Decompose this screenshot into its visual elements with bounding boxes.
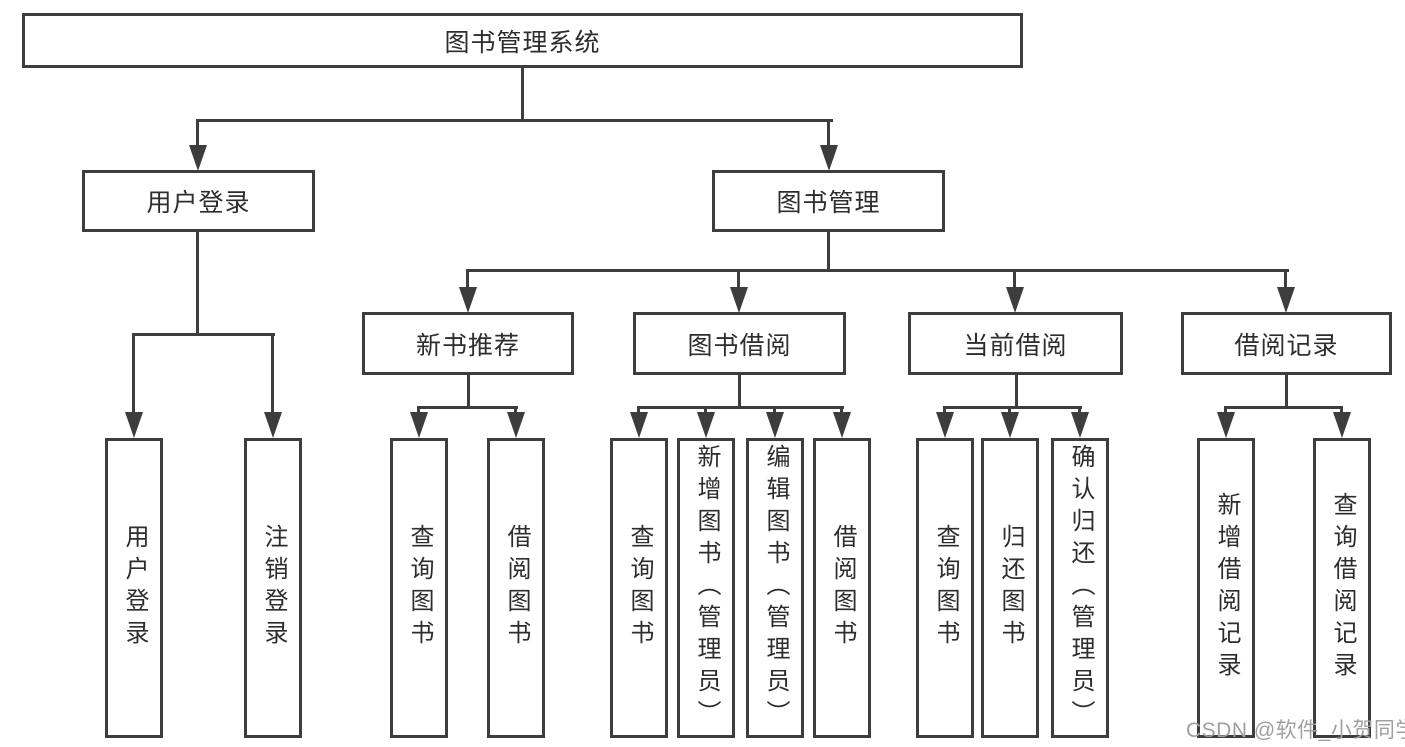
arrow-down-icon bbox=[1277, 287, 1295, 313]
arrow-down-icon bbox=[507, 412, 525, 438]
arrow-down-icon bbox=[459, 287, 477, 313]
connector-line bbox=[466, 269, 469, 291]
connector-line bbox=[417, 406, 420, 414]
connector-line bbox=[773, 406, 776, 414]
arrow-down-icon bbox=[1071, 412, 1089, 438]
connector-line bbox=[466, 269, 1289, 272]
connector-line bbox=[1013, 269, 1016, 291]
node-current-borrowing: 当前借阅 bbox=[908, 312, 1123, 375]
connector-line bbox=[417, 406, 518, 409]
arrow-down-icon bbox=[936, 412, 954, 438]
connector-line bbox=[737, 269, 740, 291]
arrow-down-icon bbox=[730, 287, 748, 313]
connector-line bbox=[637, 406, 640, 414]
arrow-down-icon bbox=[630, 412, 648, 438]
connector-line bbox=[1340, 406, 1343, 414]
arrow-down-icon bbox=[1217, 412, 1235, 438]
node-library-management-system: 图书管理系统 bbox=[22, 13, 1023, 68]
node-book-borrowing: 图书借阅 bbox=[633, 312, 846, 375]
arrow-down-icon bbox=[833, 412, 851, 438]
node-borrowing-records: 借阅记录 bbox=[1181, 312, 1392, 375]
connector-line bbox=[637, 406, 844, 409]
connector-line bbox=[1008, 406, 1011, 414]
connector-line bbox=[1285, 375, 1288, 408]
connector-line bbox=[521, 68, 524, 120]
node-user-login: 用户登录 bbox=[82, 170, 315, 232]
connector-line bbox=[943, 406, 946, 414]
node-edit-book-admin: 编辑图书（管理员） bbox=[746, 438, 804, 738]
connector-line bbox=[196, 232, 199, 336]
node-query-books-current: 查询图书 bbox=[916, 438, 974, 738]
node-user-login-leaf: 用户登录 bbox=[105, 438, 163, 738]
connector-line bbox=[827, 232, 830, 272]
connector-line bbox=[132, 333, 135, 415]
arrow-down-icon bbox=[264, 412, 282, 438]
node-logout-leaf: 注销登录 bbox=[244, 438, 302, 738]
connector-line bbox=[132, 333, 275, 336]
connector-line bbox=[1078, 406, 1081, 414]
node-book-management: 图书管理 bbox=[712, 170, 945, 232]
arrow-down-icon bbox=[410, 412, 428, 438]
connector-line bbox=[704, 406, 707, 414]
node-return-book: 归还图书 bbox=[981, 438, 1039, 738]
connector-line bbox=[840, 406, 843, 414]
node-confirm-return-admin: 确认归还（管理员） bbox=[1051, 438, 1109, 738]
connector-line bbox=[196, 119, 833, 122]
node-query-borrow-record: 查询借阅记录 bbox=[1313, 438, 1371, 738]
arrow-down-icon bbox=[820, 145, 838, 171]
connector-line bbox=[196, 119, 199, 151]
connector-line bbox=[467, 375, 470, 408]
connector-line bbox=[827, 119, 830, 151]
connector-line bbox=[1224, 406, 1227, 414]
arrow-down-icon bbox=[1001, 412, 1019, 438]
connector-line bbox=[738, 375, 741, 408]
node-borrow-books-borrow: 借阅图书 bbox=[813, 438, 871, 738]
connector-line bbox=[271, 333, 274, 415]
node-new-book-recommendation: 新书推荐 bbox=[362, 312, 574, 375]
csdn-watermark: CSDN @软件_小贺同学 bbox=[1186, 719, 1405, 742]
connector-line bbox=[1015, 375, 1018, 408]
connector-line bbox=[514, 406, 517, 414]
arrow-down-icon bbox=[1006, 287, 1024, 313]
node-add-borrow-record: 新增借阅记录 bbox=[1197, 438, 1255, 738]
arrow-down-icon bbox=[697, 412, 715, 438]
connector-line bbox=[943, 406, 1082, 409]
connector-line bbox=[1284, 269, 1287, 291]
arrow-down-icon bbox=[189, 145, 207, 171]
arrow-down-icon bbox=[766, 412, 784, 438]
node-query-books-newbook: 查询图书 bbox=[390, 438, 448, 738]
connector-line bbox=[1224, 406, 1343, 409]
arrow-down-icon bbox=[1333, 412, 1351, 438]
node-borrow-books-newbook: 借阅图书 bbox=[487, 438, 545, 738]
node-add-book-admin: 新增图书（管理员） bbox=[677, 438, 735, 738]
arrow-down-icon bbox=[125, 412, 143, 438]
node-query-books-borrow: 查询图书 bbox=[610, 438, 668, 738]
